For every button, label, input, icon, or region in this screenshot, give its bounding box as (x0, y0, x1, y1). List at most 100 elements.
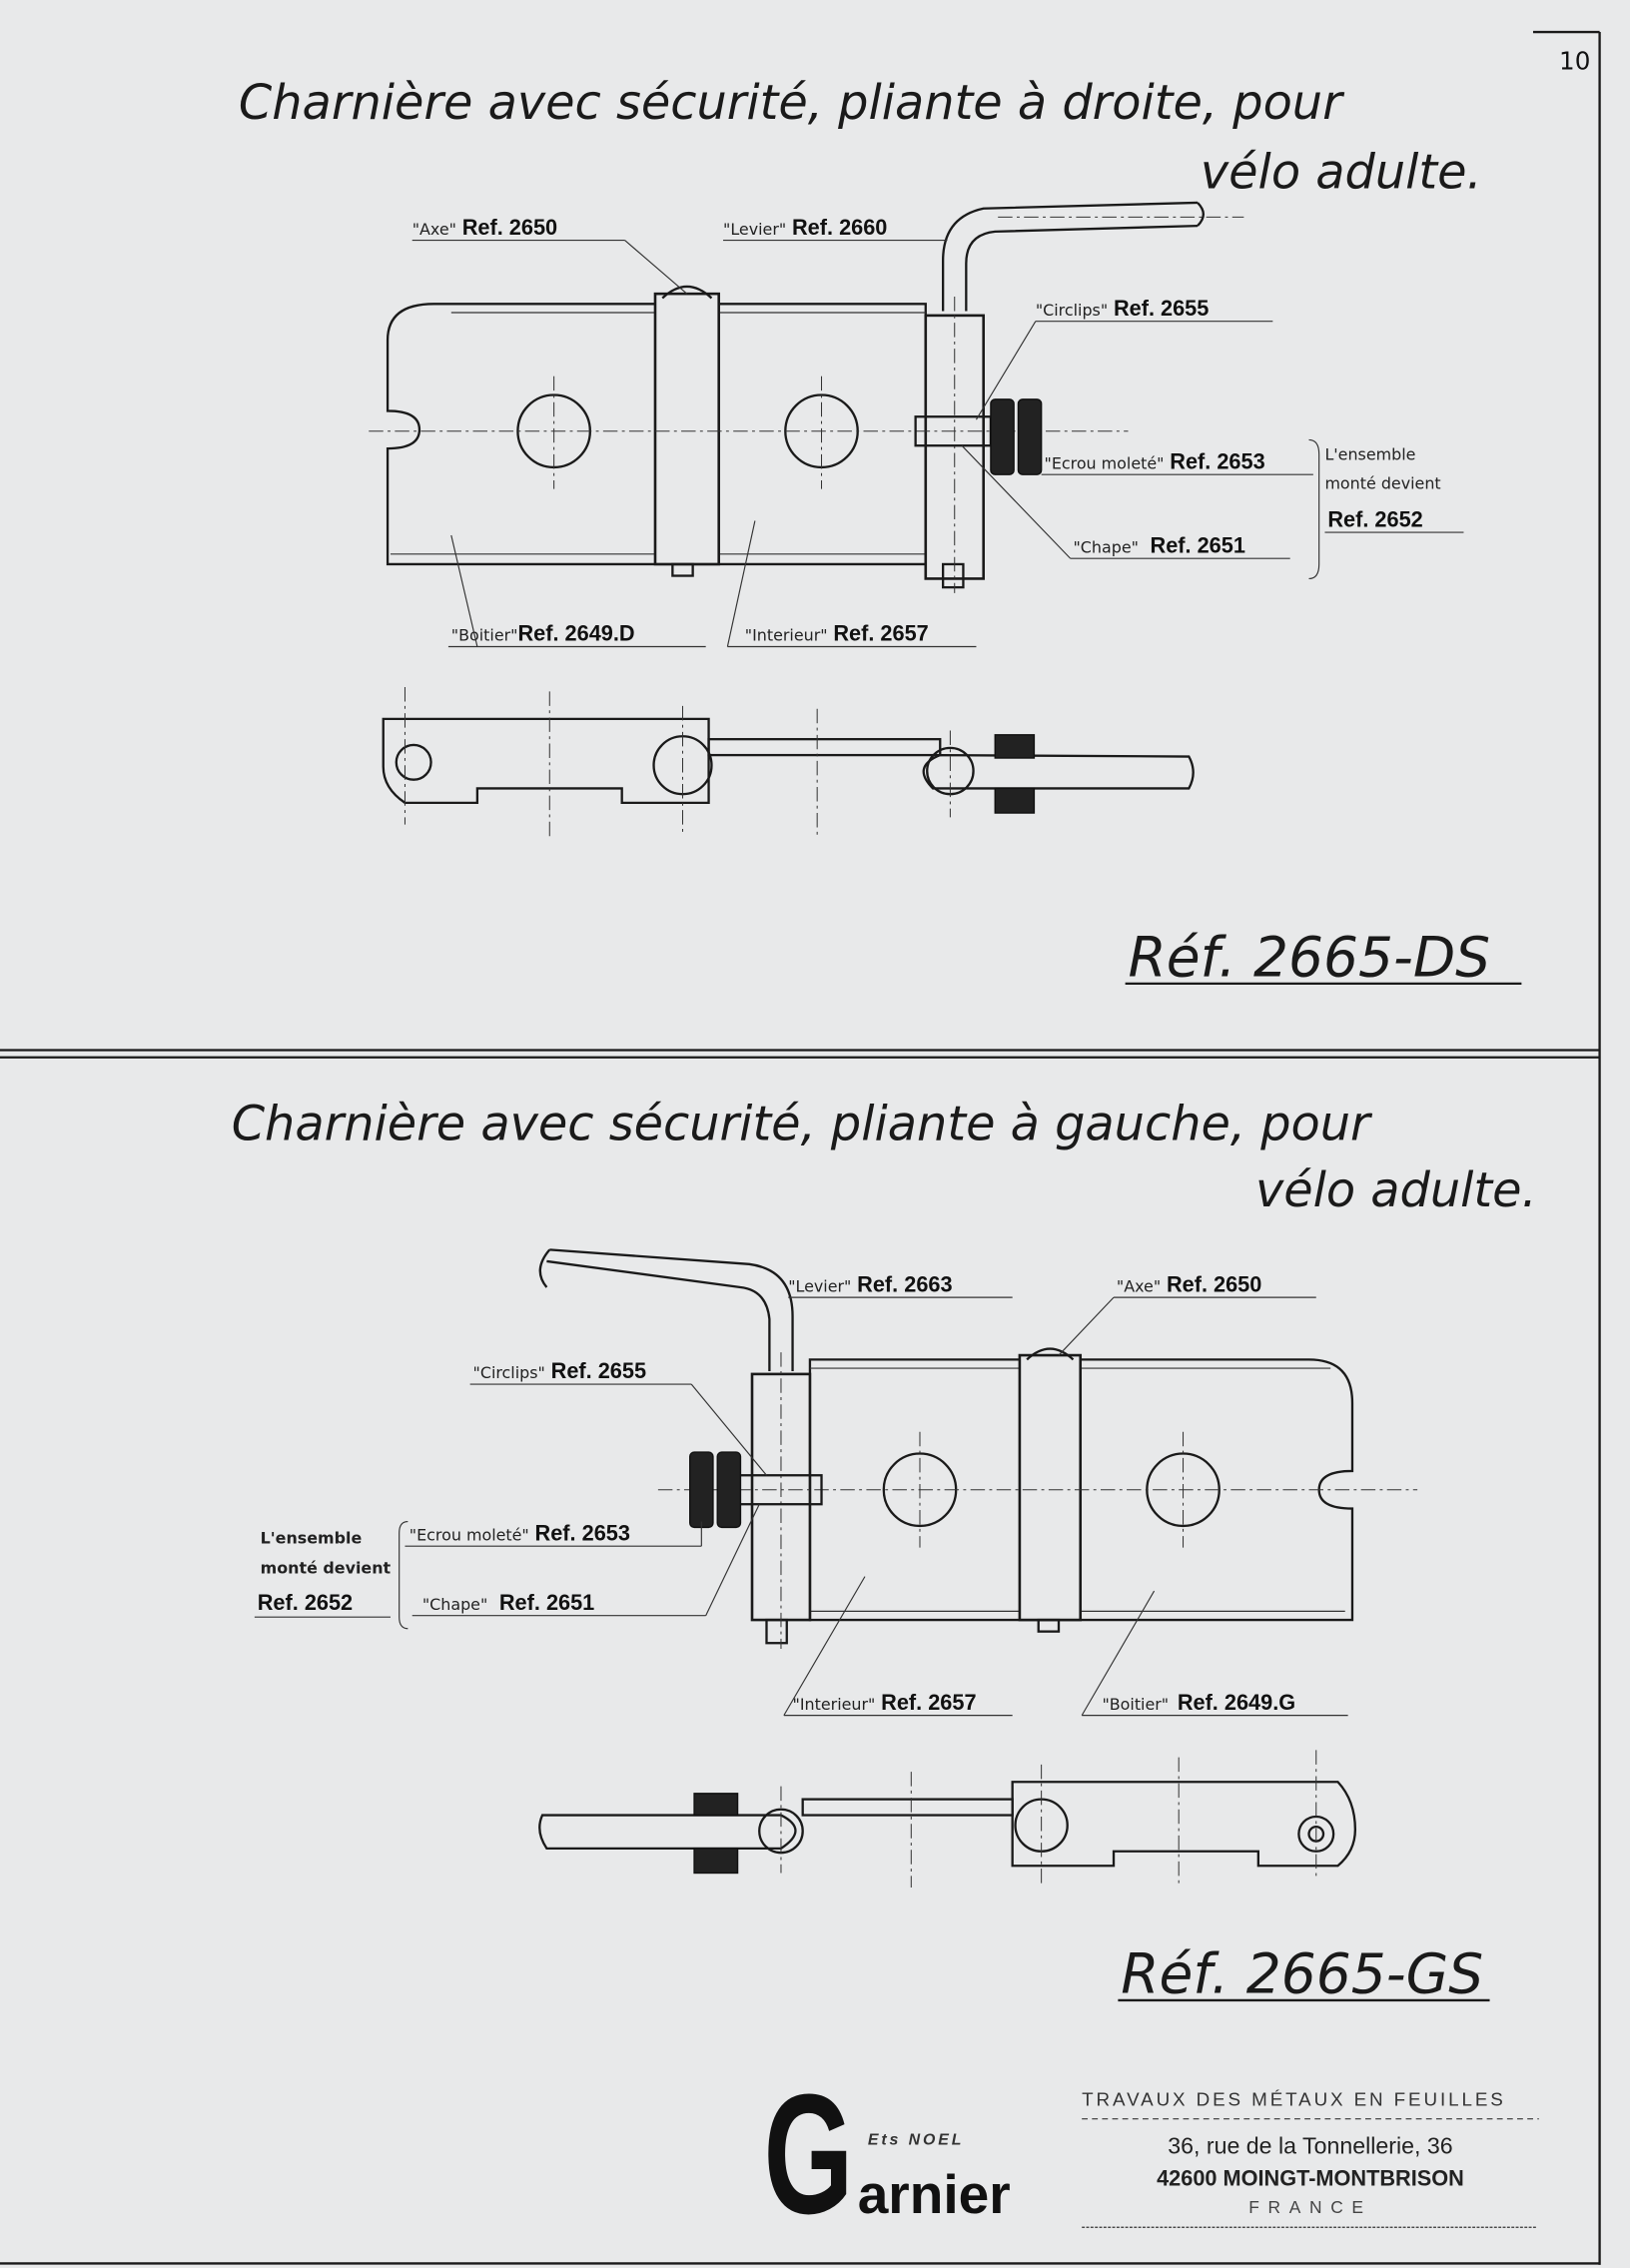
bottom-labels-interieur-name-text: "Interieur" (793, 1695, 876, 1714)
top-labels-ecrou-ref-text: Ref. 2653 (1170, 448, 1264, 473)
drawing-stroke (1308, 438, 1320, 580)
bottom-labels-ecrou-name-text: "Ecrou moleté" (409, 1525, 529, 1544)
bottom-callouts: "Levier"Ref. 2663 "Axe"Ref. 2650 "Circli… (254, 1271, 1348, 1717)
drawing-stroke (765, 1618, 788, 1645)
bottom-assembly-ref-text: Ref. 2652 (258, 1590, 353, 1615)
top-labels-chape-name-text: "Chape" (1073, 537, 1138, 556)
bottom-labels-chape-ref-text: Ref. 2651 (499, 1590, 594, 1615)
drawing-stroke (399, 1521, 408, 1630)
top-labels-axe-name-text: "Axe" (412, 220, 456, 239)
drawing-stroke (690, 1383, 767, 1476)
bottom-labels-boitier-name-text: "Boitier" (1102, 1695, 1169, 1714)
garnier-logo: G Ets NOEL arnier (764, 2059, 1011, 2250)
drawing-stroke (395, 743, 432, 781)
bottom-labels-circlips-name-text: "Circlips" (473, 1363, 545, 1382)
drawing-stroke (624, 240, 688, 295)
top-callouts: "Axe"Ref. 2650 "Levier" Ref. 2660 "Circli… (412, 215, 1464, 648)
top-assembly-ref-text: Ref. 2652 (1327, 506, 1422, 531)
top-plan-view (369, 201, 1244, 593)
drawing-stroke (922, 753, 1195, 790)
drawing-stroke: "Chape" Ref. 2651 (1073, 532, 1244, 557)
top-assembly-line1-text: L'ensemble (1324, 445, 1415, 464)
drawing-stroke: "Ecrou moleté" Ref. 2653 (1045, 448, 1265, 473)
bottom-labels-interieur-ref-text: Ref. 2657 (881, 1690, 976, 1715)
drawing-stroke (994, 787, 1036, 814)
drawing-stroke (975, 321, 1037, 420)
bottom-side-view (538, 1750, 1357, 1888)
top-labels-chape-ref-text: Ref. 2651 (1151, 532, 1245, 557)
bottom-labels-levier-name-text: "Levier" (788, 1276, 851, 1295)
sheet-frame (0, 30, 1601, 2265)
drawing-stroke: "Interieur" Ref. 2657 (793, 1690, 977, 1715)
bottom-assembly-line2-text: monté devient (261, 1559, 392, 1578)
drawing-stroke (1081, 1590, 1156, 1716)
drawing-stroke: "Boitier" Ref. 2649.G (1102, 1690, 1295, 1715)
top-labels-circlips-ref-text: Ref. 2655 (1114, 296, 1209, 321)
bottom-labels-circlips-ref-text: Ref. 2655 (551, 1358, 646, 1383)
drawing-stroke (941, 201, 1199, 312)
drawing-stroke (1026, 1347, 1075, 1361)
bottom-labels-levier-ref-text: Ref. 2663 (857, 1271, 952, 1296)
drawing-stroke (693, 1848, 739, 1875)
drawing-stroke (546, 1248, 794, 1371)
drawing-stroke: "Circlips" Ref. 2655 (473, 1358, 647, 1383)
top-labels-interieur-name-text: "Interieur" (745, 626, 828, 645)
drawing-stroke (661, 285, 713, 300)
drawing-stroke (941, 562, 965, 589)
drawing-stroke (1018, 1353, 1083, 1622)
drawing-stroke: "Interieur"Ref. 2657 (745, 621, 929, 646)
top-labels-boitier-name-text: "Boitier" (451, 626, 518, 645)
drawing-stroke (716, 1451, 742, 1529)
bottom-plan-view (538, 1248, 1418, 1650)
bottom-labels-ecrou-ref-text: Ref. 2653 (535, 1520, 630, 1545)
drawing-stroke (538, 1814, 797, 1851)
top-labels-ecrou-name-text: "Ecrou moleté" (1045, 453, 1165, 472)
page-number: 10 (1559, 47, 1590, 76)
drawing-stroke (783, 1576, 866, 1716)
top-title-line1: Charnière avec sécurité, pliante à droit… (239, 76, 1345, 131)
address-country: FRANCE (1248, 2197, 1372, 2217)
drawing-stroke (689, 1451, 714, 1529)
bottom-title-line2: vélo adulte. (1255, 1163, 1537, 1218)
drawing-stroke (450, 534, 478, 647)
drawing-stroke (1011, 1781, 1357, 1868)
top-labels-levier-name-text: "Levier" (723, 220, 786, 239)
drawing-stroke (538, 1248, 551, 1288)
bottom-assembly-line1-text: L'ensemble (261, 1528, 363, 1547)
top-labels-levier-ref-text: Ref. 2660 (792, 215, 887, 240)
bottom-title-line1: Charnière avec sécurité, pliante à gauch… (232, 1097, 1373, 1151)
address-city: 42600 MOINGT-MONTBRISON (1157, 2165, 1464, 2190)
drawing-stroke (707, 738, 942, 757)
address-street: 36, rue de la Tonnellerie, 36 (1168, 2132, 1452, 2158)
drawing-stroke (653, 292, 721, 566)
drawing-stroke: "Chape" Ref. 2651 (422, 1590, 594, 1615)
drawing-stroke (808, 1358, 1354, 1622)
drawing-stroke (386, 303, 927, 566)
footer-logo_initial-text: G (764, 2059, 854, 2250)
drawing-stroke (705, 1503, 760, 1616)
bottom-labels-chape-name-text: "Chape" (422, 1595, 487, 1614)
drawing-stroke (990, 398, 1015, 475)
bottom-labels-boitier-ref-text: Ref. 2649.G (1178, 1690, 1295, 1715)
drawing-stroke (693, 1793, 739, 1817)
drawing-stroke (1058, 1296, 1115, 1356)
drawing-stroke (1197, 202, 1205, 227)
drawing-stroke (961, 444, 1072, 559)
bottom-labels-axe-ref-text: Ref. 2650 (1167, 1271, 1261, 1296)
drawing-stroke (726, 520, 756, 647)
drawing-stroke (671, 562, 694, 577)
drawing-stroke: "Levier" Ref. 2660 (723, 215, 887, 240)
top-title-line2: vélo adulte. (1201, 145, 1482, 200)
drawing-stroke: "Axe"Ref. 2650 (412, 215, 557, 240)
drawing-stroke: "Boitier"Ref. 2649.D (451, 621, 635, 646)
top-labels-circlips-name-text: "Circlips" (1036, 301, 1108, 320)
footer-logo_rest-text: arnier (858, 2163, 1011, 2225)
drawing-stroke (1037, 1618, 1061, 1633)
bottom-reference: Réf. 2665-GS (1121, 1942, 1483, 2006)
drawing-stroke: "Ecrou moleté" Ref. 2653 (409, 1520, 630, 1545)
drawing-stroke (382, 717, 710, 805)
footer-logo_prefix-text: Ets NOEL (868, 2132, 965, 2149)
drawing-stroke: "Levier" Ref. 2663 (788, 1271, 952, 1296)
